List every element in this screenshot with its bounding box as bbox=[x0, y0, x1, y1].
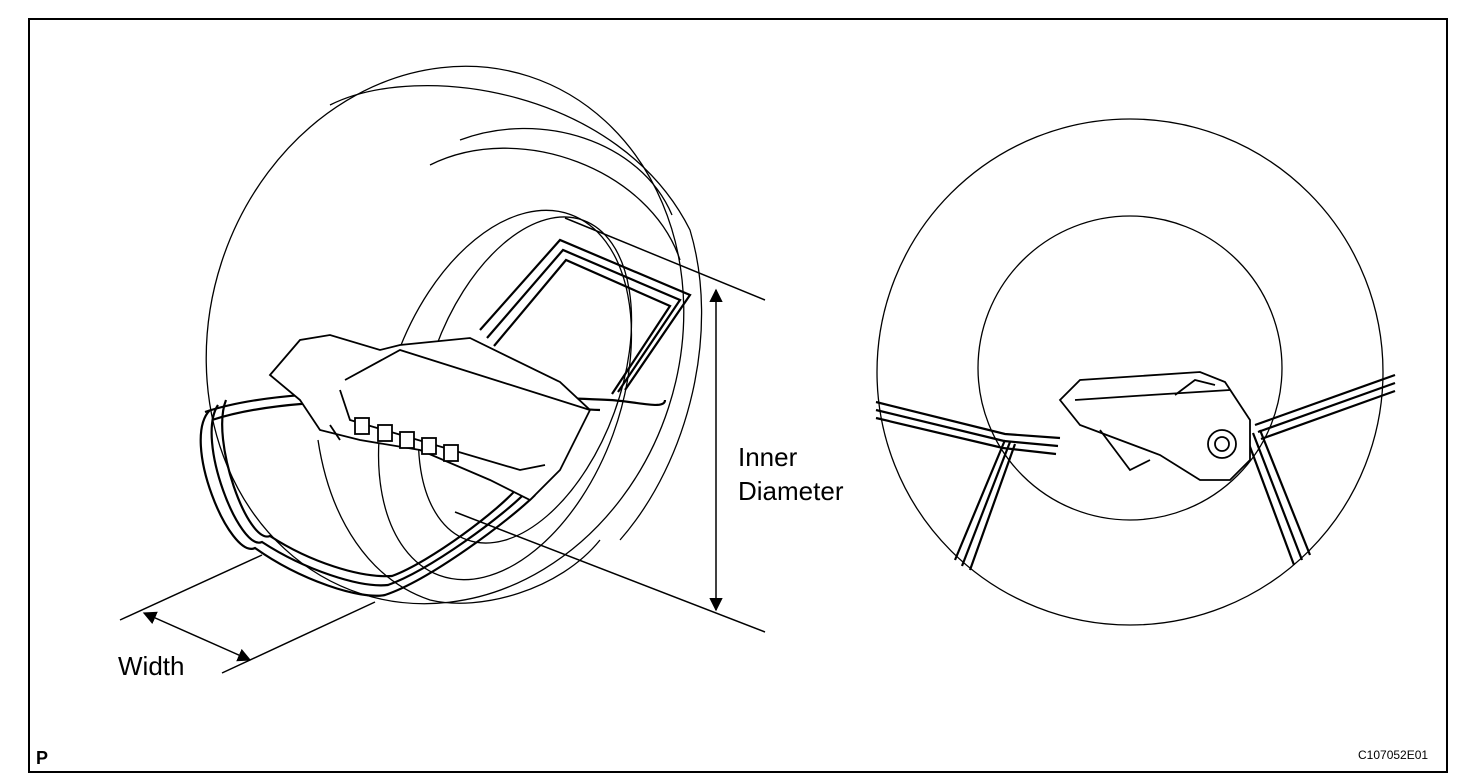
corner-mark: P bbox=[36, 748, 49, 768]
airbag-module-left bbox=[268, 334, 592, 502]
figure-code: C107052E01 bbox=[1358, 748, 1429, 762]
width-dimension bbox=[119, 554, 376, 674]
width-label: Width bbox=[118, 651, 185, 681]
strap-bundle-right bbox=[875, 373, 1396, 571]
diameter-label: Diameter bbox=[738, 476, 844, 506]
inner-diameter-dimension bbox=[454, 217, 766, 633]
figure-frame bbox=[28, 18, 1448, 773]
airbag-module-right bbox=[1058, 371, 1251, 481]
tire-side-view bbox=[876, 118, 1384, 626]
strap-loops-left bbox=[199, 238, 692, 597]
tire-perspective bbox=[205, 65, 703, 605]
inner-label: Inner bbox=[738, 442, 798, 472]
